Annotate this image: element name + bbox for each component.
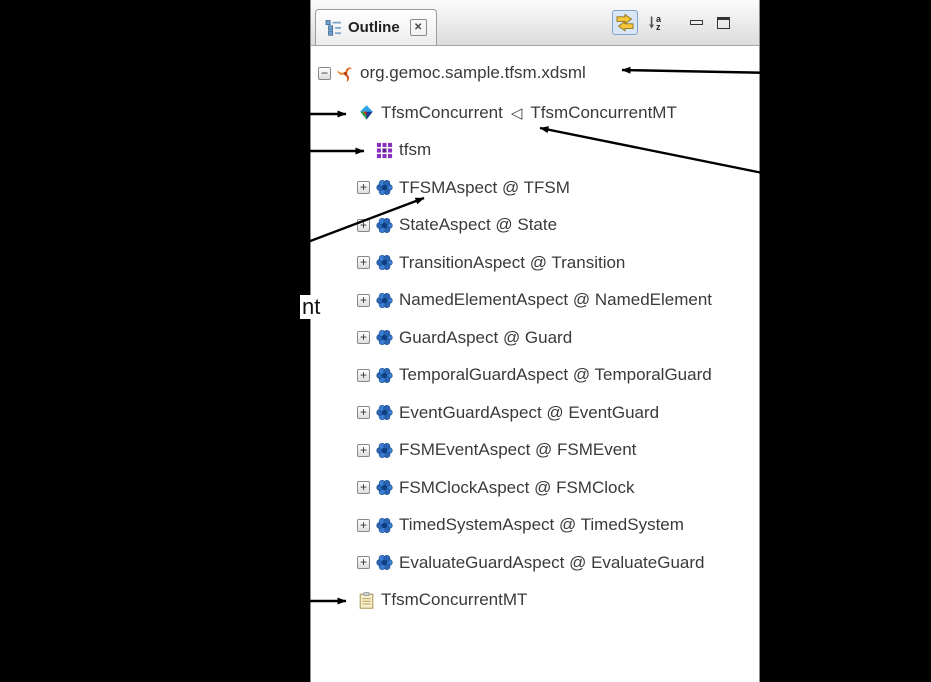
tree-item-tfsmconcurrent[interactable]: TfsmConcurrent ◁ TfsmConcurrentMT [311, 94, 759, 132]
tree-item-label: TfsmConcurrent [381, 102, 503, 122]
link-with-editor-icon [615, 13, 635, 32]
tree-item-ref-label: TfsmConcurrentMT [530, 102, 677, 122]
tree-item-aspect[interactable]: + TFSMAspect @ TFSM [311, 169, 759, 207]
aspect-flower-icon [376, 179, 393, 196]
link-with-editor-button[interactable] [612, 10, 638, 35]
aspect-flower-icon [376, 292, 393, 309]
view-toolbar: a z [612, 10, 759, 35]
metamodel-grid-icon [376, 142, 393, 159]
expand-plus-icon[interactable]: + [357, 368, 370, 382]
annotation-partial-text: nt [300, 294, 323, 320]
aspect-flower-icon [376, 404, 393, 421]
expand-plus-icon[interactable]: + [357, 293, 370, 307]
outline-tree: − org.gemoc.sample.tfsm.xdsml TfsmConcur… [311, 46, 759, 619]
tree-item-label: FSMClockAspect @ FSMClock [399, 477, 635, 497]
tree-item-label: tfsm [399, 140, 432, 160]
expand-plus-icon[interactable]: + [357, 556, 370, 570]
aspect-flower-icon [376, 367, 393, 384]
tree-item-label: org.gemoc.sample.tfsm.xdsml [360, 63, 586, 82]
aspect-flower-icon [376, 554, 393, 571]
svg-text:a: a [656, 14, 662, 24]
sort-az-icon: a z [648, 14, 665, 31]
tree-item-label: TransitionAspect @ Transition [399, 252, 626, 272]
aspect-flower-icon [376, 329, 393, 346]
expand-plus-icon[interactable]: + [357, 331, 370, 345]
tree-item-label: TimedSystemAspect @ TimedSystem [399, 515, 684, 535]
tree-item-label: TFSMAspect @ TFSM [399, 177, 570, 197]
aspect-flower-icon [376, 517, 393, 534]
tree-item-aspect[interactable]: + TemporalGuardAspect @ TemporalGuard [311, 357, 759, 395]
tab-outline[interactable]: Outline ✕ [315, 9, 437, 45]
expand-plus-icon[interactable]: + [357, 256, 370, 270]
minimize-icon [690, 20, 703, 25]
tree-item-xdsml-file[interactable]: − org.gemoc.sample.tfsm.xdsml [311, 52, 759, 94]
expand-plus-icon[interactable]: + [357, 181, 370, 195]
tree-item-aspect[interactable]: + TimedSystemAspect @ TimedSystem [311, 507, 759, 545]
expand-plus-icon[interactable]: + [357, 481, 370, 495]
aspect-flower-icon [376, 254, 393, 271]
tree-item-tfsm[interactable]: tfsm [311, 132, 759, 170]
outline-view-icon [325, 19, 342, 36]
maximize-button[interactable] [714, 14, 733, 32]
close-icon[interactable]: ✕ [409, 19, 427, 36]
tree-item-label: EvaluateGuardAspect @ EvaluateGuard [399, 552, 705, 572]
tree-item-label: FSMEventAspect @ FSMEvent [399, 440, 637, 460]
aspect-flower-icon [376, 442, 393, 459]
tree-item-aspect[interactable]: + EvaluateGuardAspect @ EvaluateGuard [311, 544, 759, 582]
expand-plus-icon[interactable]: + [357, 218, 370, 232]
tree-item-aspect[interactable]: + FSMClockAspect @ FSMClock [311, 469, 759, 507]
tree-item-tfsmconcurrentmt[interactable]: TfsmConcurrentMT [311, 582, 759, 620]
clipboard-icon [358, 592, 375, 609]
view-chrome-buttons [687, 14, 733, 32]
tree-item-aspect[interactable]: + NamedElementAspect @ NamedElement [311, 282, 759, 320]
view-header: Outline ✕ [311, 0, 759, 46]
tree-item-label: StateAspect @ State [399, 215, 558, 235]
tree-item-label: TemporalGuardAspect @ TemporalGuard [399, 365, 712, 385]
tree-item-aspect[interactable]: + GuardAspect @ Guard [311, 319, 759, 357]
tree-item-aspect[interactable]: + TransitionAspect @ Transition [311, 244, 759, 282]
svg-text:z: z [656, 22, 661, 31]
tree-item-aspect[interactable]: + StateAspect @ State [311, 207, 759, 245]
xdsml-file-icon [337, 65, 354, 82]
tree-item-label: EventGuardAspect @ EventGuard [399, 402, 660, 422]
tree-item-aspect[interactable]: + FSMEventAspect @ FSMEvent [311, 432, 759, 470]
tab-title: Outline [348, 19, 400, 36]
tree-item-label: TfsmConcurrentMT [381, 590, 528, 610]
expand-plus-icon[interactable]: + [357, 443, 370, 457]
expand-plus-icon[interactable]: + [357, 406, 370, 420]
tree-item-label: GuardAspect @ Guard [399, 327, 573, 347]
collapse-minus-icon[interactable]: − [318, 66, 331, 80]
tree-item-label: NamedElementAspect @ NamedElement [399, 290, 713, 310]
outline-view-panel: Outline ✕ [310, 0, 760, 682]
aspect-flower-icon [376, 479, 393, 496]
expand-plus-icon[interactable]: + [357, 518, 370, 532]
language-diamond-icon [358, 104, 375, 121]
maximize-icon [717, 16, 730, 29]
tree-item-aspect[interactable]: + EventGuardAspect @ EventGuard [311, 394, 759, 432]
refines-triangle-glyph: ◁ [510, 104, 523, 122]
aspect-flower-icon [376, 217, 393, 234]
minimize-button[interactable] [687, 17, 706, 28]
sort-alphabetically-button[interactable]: a z [645, 11, 668, 34]
